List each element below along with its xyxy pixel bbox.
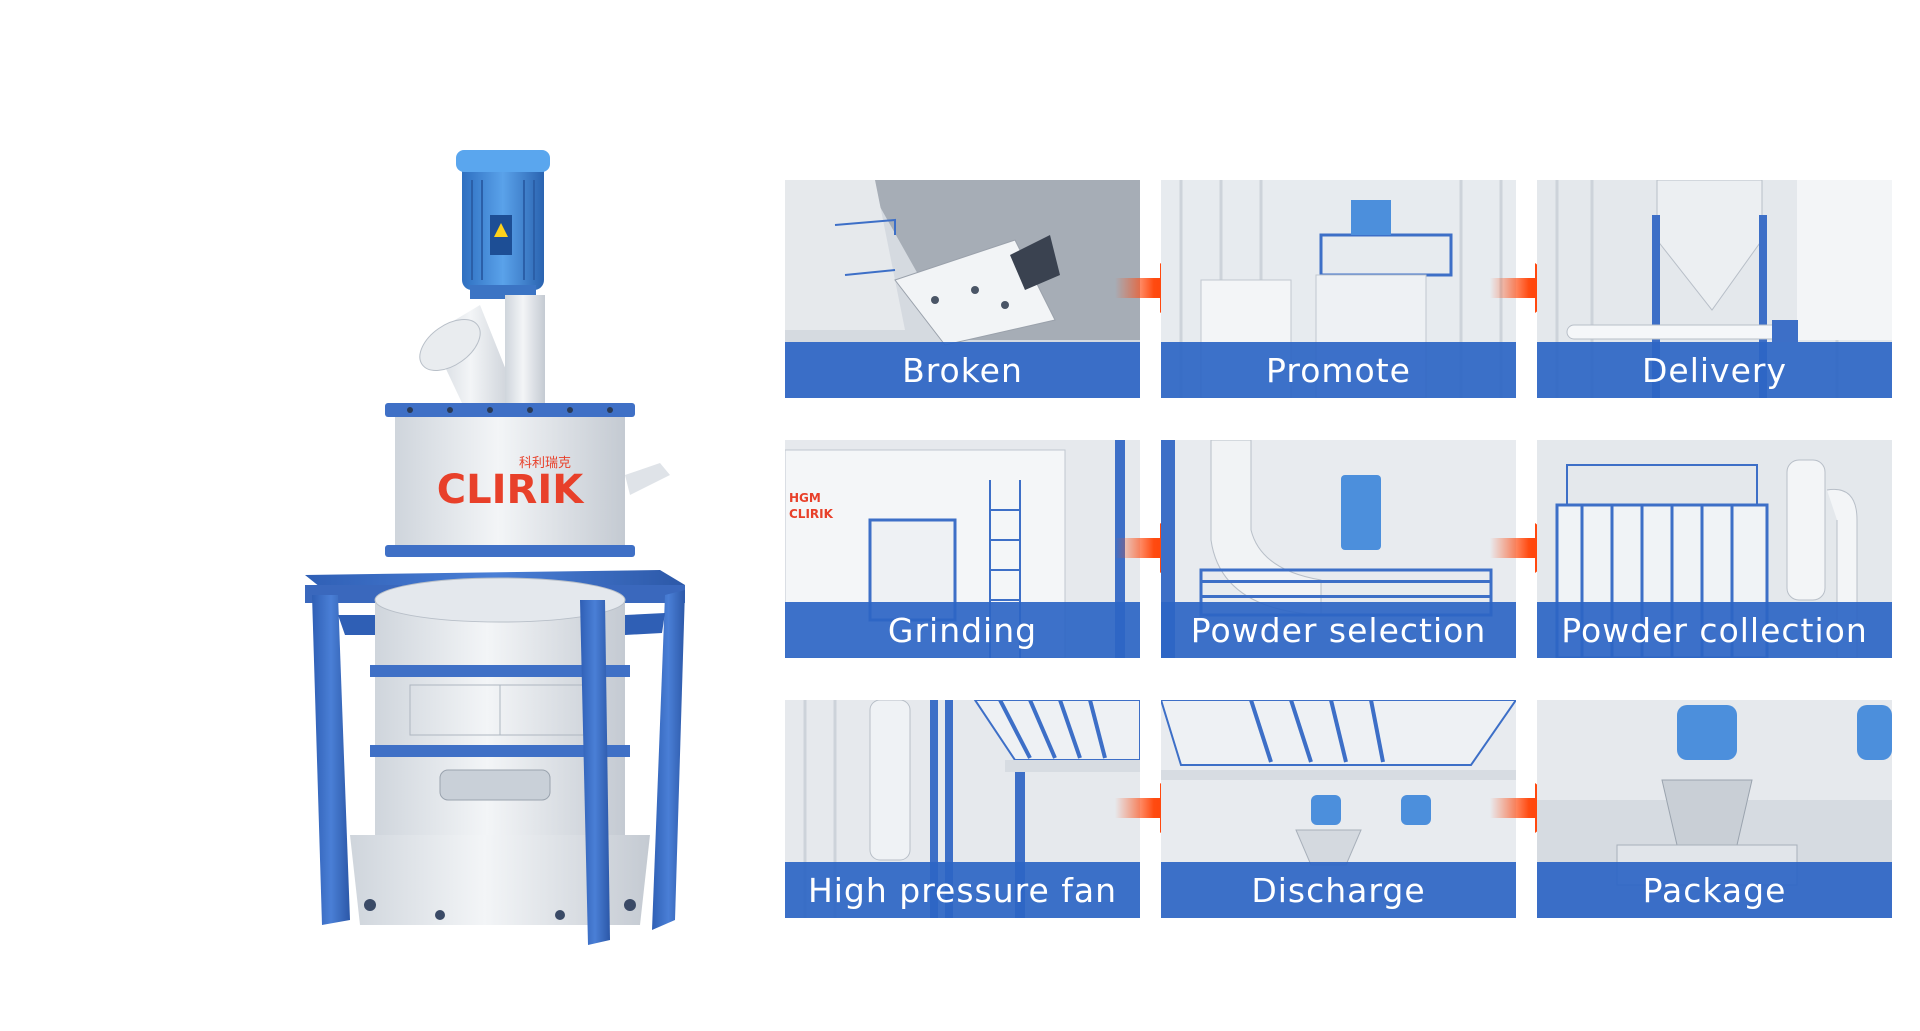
step-caption: Powder selection xyxy=(1161,602,1516,658)
process-step-discharge: Discharge xyxy=(1161,700,1516,918)
tile-logo-text: CLIRIK xyxy=(789,507,834,521)
machine-logo: CLIRIK xyxy=(437,467,585,513)
process-step-powder-collection: Powder collection xyxy=(1537,440,1892,658)
tile-mark-text: HGM xyxy=(789,491,821,505)
grinding-mill-illustration: CLIRIK 科利瑞克 xyxy=(305,150,685,945)
step-caption: High pressure fan xyxy=(785,862,1140,918)
process-step-grinding: HGM CLIRIK Grinding xyxy=(785,440,1140,658)
process-step-promote: Promote xyxy=(1161,180,1516,398)
process-step-package: Package xyxy=(1537,700,1892,918)
process-step-powder-selection: Powder selection xyxy=(1161,440,1516,658)
process-step-high-pressure-fan: High pressure fan xyxy=(785,700,1140,918)
step-caption: Grinding xyxy=(785,602,1140,658)
support-leg xyxy=(580,600,610,945)
support-leg xyxy=(652,590,685,930)
step-caption: Powder collection xyxy=(1537,602,1892,658)
process-step-delivery: Delivery xyxy=(1537,180,1892,398)
support-leg xyxy=(312,595,350,925)
process-step-broken: Broken xyxy=(785,180,1140,398)
classifier-body xyxy=(395,410,625,555)
step-caption: Package xyxy=(1537,862,1892,918)
machine-logo-chinese: 科利瑞克 xyxy=(519,456,571,471)
step-caption: Discharge xyxy=(1161,862,1516,918)
step-caption: Promote xyxy=(1161,342,1516,398)
step-caption: Broken xyxy=(785,342,1140,398)
step-caption: Delivery xyxy=(1537,342,1892,398)
